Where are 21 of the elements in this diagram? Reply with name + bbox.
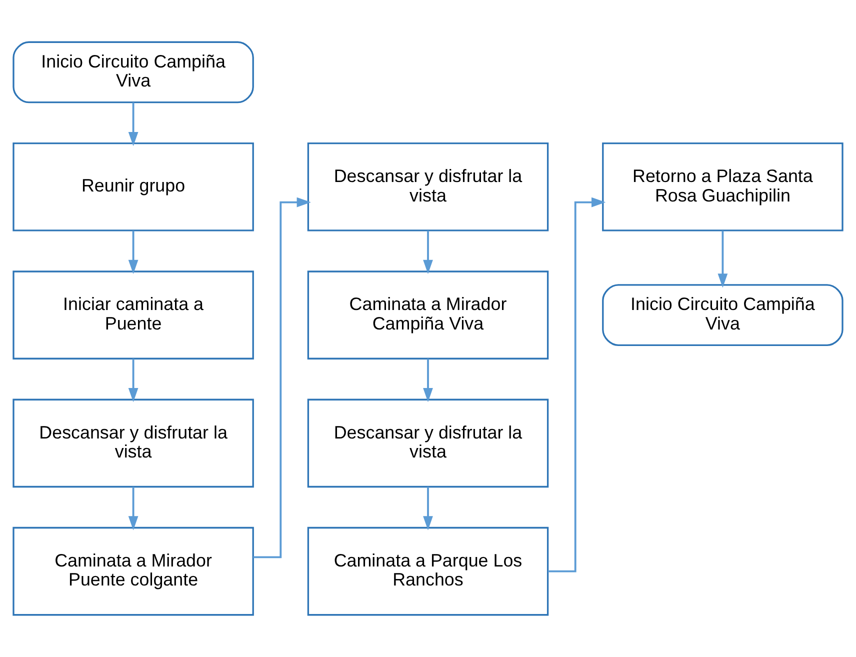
node-box: Descansar y disfrutar la vista bbox=[307, 398, 549, 488]
arrow bbox=[128, 102, 138, 146]
node-box: Caminata a Mirador Campiña Viva bbox=[307, 270, 549, 360]
arrow bbox=[253, 197, 311, 558]
arrow bbox=[718, 230, 728, 288]
node-box: Reunir grupo bbox=[12, 142, 254, 232]
arrow bbox=[548, 197, 606, 572]
node-box: Inicio Circuito Campiña Viva bbox=[12, 41, 254, 104]
node-box: Inicio Circuito Campiña Viva bbox=[602, 284, 844, 346]
node-box: Descansar y disfrutar la vista bbox=[12, 398, 254, 488]
node-box: Caminata a Mirador Puente colgante bbox=[12, 526, 254, 616]
node-box: Descansar y disfrutar la vista bbox=[307, 142, 549, 232]
arrow bbox=[423, 230, 433, 274]
arrow bbox=[128, 358, 138, 402]
node-box: Caminata a Parque Los Ranchos bbox=[307, 526, 549, 616]
arrow bbox=[423, 358, 433, 402]
arrow bbox=[128, 486, 138, 530]
arrow bbox=[128, 230, 138, 274]
node-box: Iniciar caminata a Puente bbox=[12, 270, 254, 360]
node-box: Retorno a Plaza Santa Rosa Guachipilin bbox=[602, 142, 844, 232]
arrow bbox=[423, 486, 433, 530]
